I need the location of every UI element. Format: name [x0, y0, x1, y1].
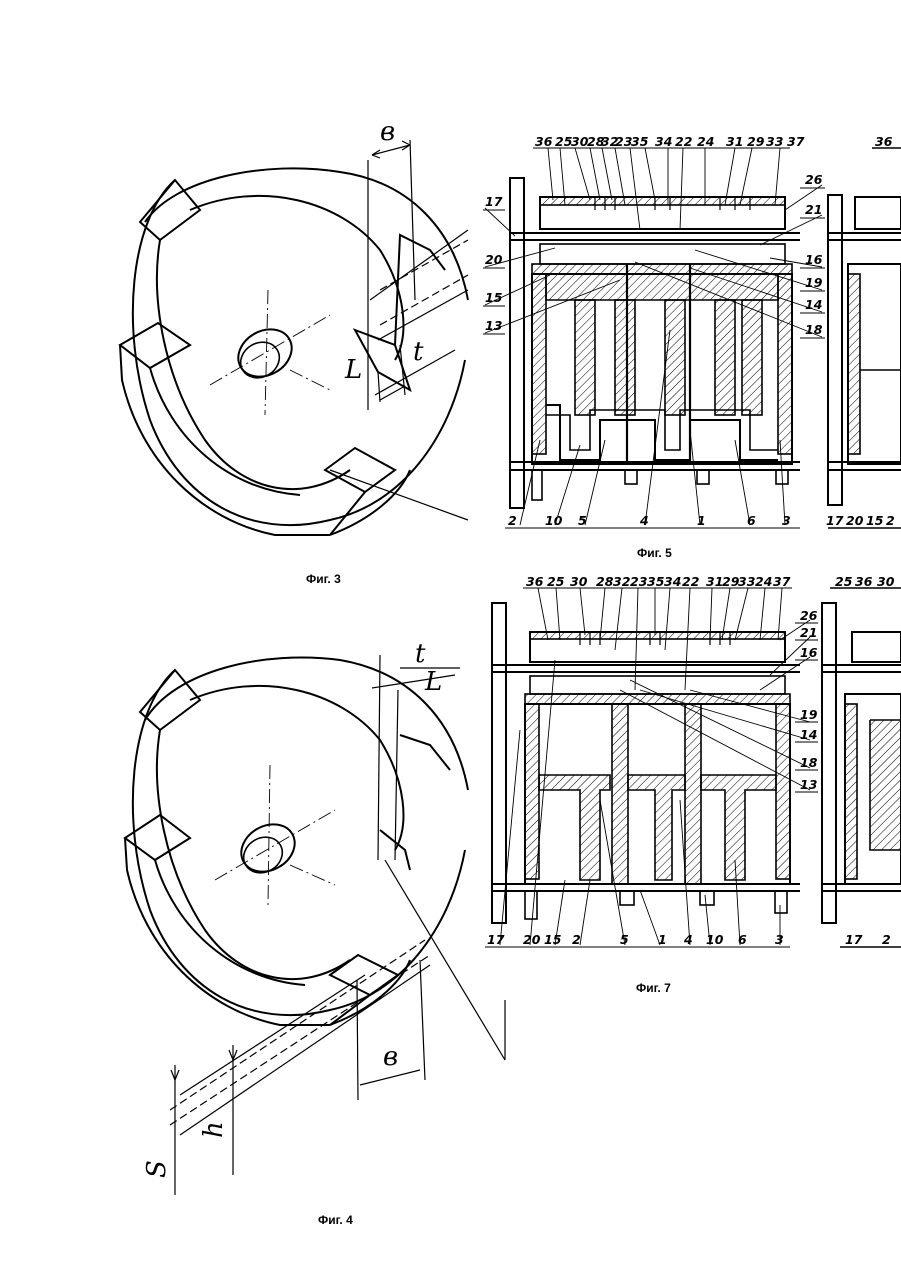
fig7-label: 24	[755, 574, 772, 589]
fig3-dim-t: t	[413, 337, 424, 367]
fig7-label: 17	[487, 932, 505, 947]
fig7-label: 37	[773, 574, 791, 589]
fig5-label: 33	[766, 134, 783, 149]
fig5-label: 6	[747, 513, 756, 528]
fig5-label: 19	[805, 275, 823, 290]
fig7-caption: Фиг. 7	[636, 981, 671, 995]
fig5-top-labels: 36 25 30 28 32 23 35 34 22 24 31 29 33 3…	[535, 134, 893, 149]
fig5-label: 5	[578, 513, 587, 528]
fig7-label: 32	[613, 574, 630, 589]
fig5-label: 24	[697, 134, 714, 149]
fig5-left-labels: 17 20 15 13	[485, 194, 503, 333]
fig7-label: 4	[683, 932, 693, 947]
fig7-label: 28	[596, 574, 614, 589]
fig5-label: 1	[697, 513, 706, 528]
fig7-label: 6	[738, 932, 747, 947]
fig7-label: 23	[630, 574, 647, 589]
fig7-label: 33	[738, 574, 755, 589]
fig5-label: 2	[508, 513, 517, 528]
fig5-side-label: 2	[886, 513, 895, 528]
fig5-label: 20	[485, 252, 503, 267]
fig5-caption: Фиг. 5	[637, 546, 672, 560]
fig5-label: 22	[675, 134, 692, 149]
fig7-label: 19	[800, 707, 818, 722]
fig5-side-label: 15	[866, 513, 884, 528]
fig5-label: 21	[805, 202, 822, 217]
fig5-label: 16	[805, 252, 823, 267]
figure-7-section	[485, 588, 901, 947]
fig5-label: 14	[805, 297, 822, 312]
fig5-right-labels: 26 21 16 19 14 18	[805, 172, 823, 337]
fig4-dim-l: L	[424, 667, 442, 697]
fig7-label: 35	[647, 574, 665, 589]
fig7-label: 18	[800, 755, 818, 770]
fig5-label: 37	[787, 134, 805, 149]
fig5-label: 10	[545, 513, 563, 528]
fig5-label: 35	[631, 134, 649, 149]
fig7-label: 34	[664, 574, 681, 589]
figure-4-disc	[125, 655, 505, 1195]
fig4-dim-s: S	[142, 1160, 172, 1178]
fig3-caption: Фиг. 3	[306, 572, 341, 586]
fig7-label: 14	[800, 727, 817, 742]
fig7-label: 5	[620, 932, 629, 947]
fig5-label: 4	[639, 513, 649, 528]
fig7-label: 15	[544, 932, 562, 947]
fig7-label: 31	[706, 574, 723, 589]
figure-5-section	[483, 148, 901, 528]
fig3-dim-b: в	[380, 117, 395, 147]
fig5-label: 36	[535, 134, 553, 149]
fig7-label: 20	[523, 932, 541, 947]
fig7-label: 16	[800, 645, 818, 660]
fig5-label: 31	[726, 134, 743, 149]
fig5-label: 15	[485, 290, 503, 305]
fig7-right-labels: 26 21 16 19 14 18 13	[800, 608, 818, 792]
fig5-label: 23	[615, 134, 632, 149]
fig7-side-label: 30	[877, 574, 895, 589]
fig5-label: 29	[747, 134, 765, 149]
fig5-bottom-labels: 2 10 5 4 1 6 3 17 20 15 2	[508, 513, 895, 528]
fig7-bottom-labels: 17 20 15 2 5 1 4 10 6 3 17 2	[487, 932, 891, 947]
fig7-label: 25	[547, 574, 565, 589]
fig3-dim-l: L	[344, 355, 362, 385]
fig7-label: 21	[800, 625, 817, 640]
fig5-label: 17	[485, 194, 503, 209]
fig4-dim-t: t	[415, 639, 426, 669]
fig4-caption: Фиг. 4	[318, 1213, 353, 1227]
fig7-side-label: 2	[882, 932, 891, 947]
fig7-label: 13	[800, 777, 817, 792]
fig7-side-label: 17	[845, 932, 863, 947]
fig7-label: 26	[800, 608, 818, 623]
fig7-label: 36	[526, 574, 544, 589]
fig7-label: 10	[706, 932, 724, 947]
fig5-side-label: 36	[875, 134, 893, 149]
fig7-side-label: 25	[835, 574, 853, 589]
fig7-label: 3	[775, 932, 784, 947]
fig5-side-label: 17	[826, 513, 844, 528]
fig5-label: 34	[655, 134, 672, 149]
fig7-label: 1	[658, 932, 667, 947]
fig5-label: 26	[805, 172, 823, 187]
fig7-side-label: 36	[855, 574, 873, 589]
fig5-label: 3	[782, 513, 791, 528]
fig5-label: 13	[485, 318, 502, 333]
fig5-side-label: 20	[846, 513, 864, 528]
fig7-label: 2	[572, 932, 581, 947]
fig7-label: 22	[682, 574, 699, 589]
fig7-top-labels: 36 25 30 28 32 23 35 34 22 31 29 33 24 3…	[526, 574, 895, 589]
fig5-label: 18	[805, 322, 823, 337]
fig4-dim-h: h	[199, 1121, 229, 1138]
fig4-dim-b: в	[383, 1042, 398, 1072]
fig7-label: 30	[570, 574, 588, 589]
